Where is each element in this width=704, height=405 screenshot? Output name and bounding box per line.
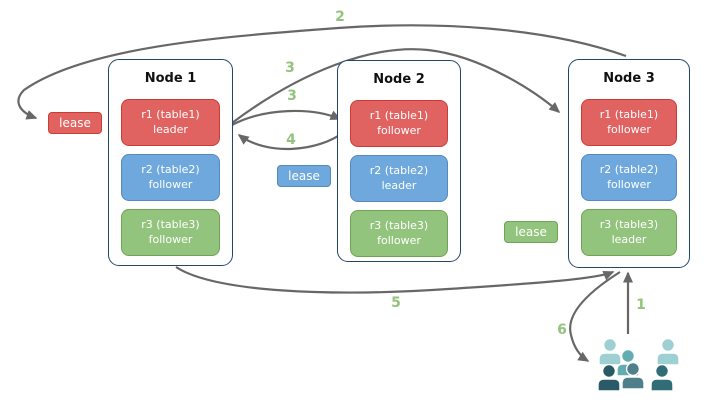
replica-r2-table2-follower: r2 (table2)follower <box>581 154 677 201</box>
step-number-6: 6 <box>557 322 567 338</box>
replica-role: leader <box>153 122 188 136</box>
arrow-step-3-leader-to-node3 <box>231 48 561 124</box>
flow-arrows <box>17 24 633 362</box>
replica-name: r1 (table1) <box>599 108 659 122</box>
lease-badge-blue: lease <box>277 165 331 187</box>
node-title: Node 1 <box>144 71 197 86</box>
person-glyph-1 <box>656 337 680 366</box>
replica-role: leader <box>611 232 647 246</box>
replica-name: r1 (table1) <box>369 109 429 123</box>
step-number-3: 3 <box>285 60 295 76</box>
step-number-2: 2 <box>335 9 345 25</box>
person-glyph-0 <box>598 337 622 366</box>
replica-r2-table2-follower: r2 (table2)follower <box>121 154 220 201</box>
replica-r2-table2-leader: r2 (table2)leader <box>350 155 448 202</box>
replica-name: r2 (table2) <box>599 163 659 177</box>
replica-role: leader <box>381 178 417 192</box>
arrow-step-5-node1-to-node3 <box>175 266 615 294</box>
replica-role: follower <box>148 177 193 191</box>
replica-r1-table1-leader: r1 (table1)leader <box>121 99 220 146</box>
replica-r3-table3-follower: r3 (table3)follower <box>350 210 448 257</box>
replica-name: r3 (table3) <box>369 219 429 233</box>
replica-role: follower <box>377 123 421 137</box>
arrow-step-6-node3-to-client <box>569 271 621 362</box>
step-number-3: 3 <box>287 88 297 104</box>
node-title: Node 2 <box>373 72 425 87</box>
replica-r1-table1-follower: r1 (table1)follower <box>581 99 677 146</box>
replica-name: r2 (table2) <box>141 163 200 177</box>
replica-name: r3 (table3) <box>599 218 659 232</box>
node-title: Node 3 <box>603 71 655 86</box>
person-glyph-3 <box>621 361 645 390</box>
person-glyph-4 <box>597 363 621 392</box>
replica-r3-table3-follower: r3 (table3)follower <box>121 209 220 256</box>
lease-badge-green: lease <box>504 221 558 243</box>
replica-role: follower <box>377 233 421 247</box>
lease-badge-red: lease <box>48 112 102 134</box>
arrow-step-2-node3-to-lease1 <box>17 24 627 120</box>
replica-name: r3 (table3) <box>141 218 200 232</box>
step-number-5: 5 <box>391 295 401 311</box>
replica-role: follower <box>148 232 193 246</box>
replica-name: r1 (table1) <box>141 108 200 122</box>
replica-role: follower <box>607 177 651 191</box>
arrow-step-3-leader-to-node2 <box>231 109 342 126</box>
replica-role: follower <box>607 122 651 136</box>
arrow-step-4-node2-to-leader <box>237 131 345 151</box>
step-number-4: 4 <box>286 132 296 148</box>
replica-name: r2 (table2) <box>369 164 429 178</box>
person-glyph-5 <box>650 363 674 392</box>
replica-r1-table1-follower: r1 (table1)follower <box>350 100 448 147</box>
step-number-1: 1 <box>636 297 646 313</box>
replica-r3-table3-leader: r3 (table3)leader <box>581 209 677 256</box>
users-icon <box>597 337 680 392</box>
